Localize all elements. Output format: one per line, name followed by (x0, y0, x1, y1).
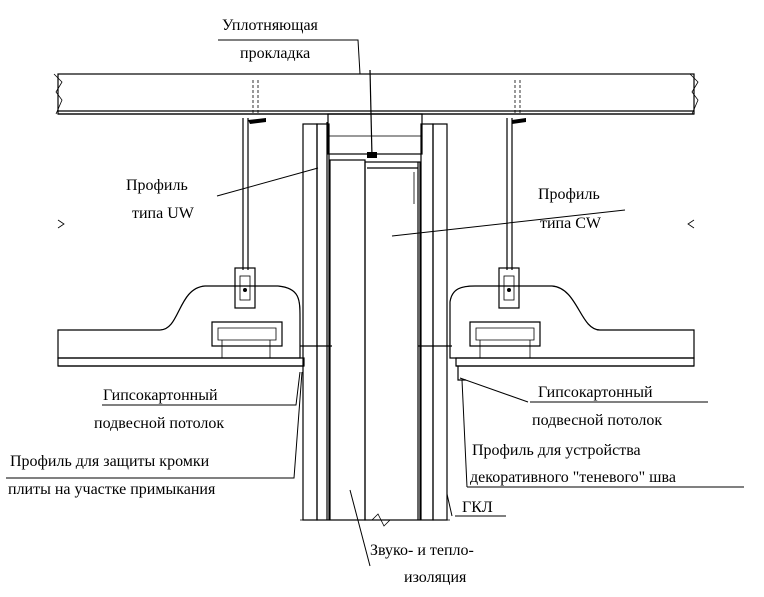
shadow-profile-label-line1: Профиль для устройства (472, 442, 641, 459)
left-ceiling-label-line1: Гипсокартонный (103, 387, 218, 404)
uw-profile-label-line1: Профиль (126, 177, 188, 194)
concrete-slab (53, 73, 699, 115)
sealing-gasket (327, 69, 423, 158)
cw-profile-label-line2: типа CW (540, 215, 602, 232)
gkl-label: ГКЛ (462, 499, 493, 516)
partition-wall (300, 122, 450, 527)
right-ceiling-label-line1: Гипсокартонный (538, 384, 653, 401)
right-suspended-ceiling (418, 118, 695, 381)
right-ceiling-label-line2: подвесной потолок (532, 412, 662, 429)
left-ceiling-label-line2: подвесной потолок (94, 415, 224, 432)
gasket-label-line1: Уплотняющая (222, 17, 319, 34)
right-break-mark (687, 219, 695, 229)
left-suspended-ceiling (57, 118, 332, 367)
gasket-label-line2: прокладка (240, 45, 310, 62)
edge-profile-label-line2: плиты на участке примыкания (8, 481, 216, 498)
ceiling-anchors (248, 80, 526, 124)
cw-profile-label-line1: Профиль (538, 186, 600, 203)
leader-lines (6, 39, 744, 567)
left-break-mark (57, 219, 65, 229)
shadow-profile-label-line2: декоративного "теневого" шва (470, 469, 676, 486)
insulation-label-line1: Звуко- и тепло- (370, 542, 474, 559)
uw-profile-label-line2: типа UW (132, 205, 195, 222)
edge-profile-label-line1: Профиль для защиты кромки (10, 453, 210, 470)
insulation-label-line2: изоляция (404, 569, 467, 586)
